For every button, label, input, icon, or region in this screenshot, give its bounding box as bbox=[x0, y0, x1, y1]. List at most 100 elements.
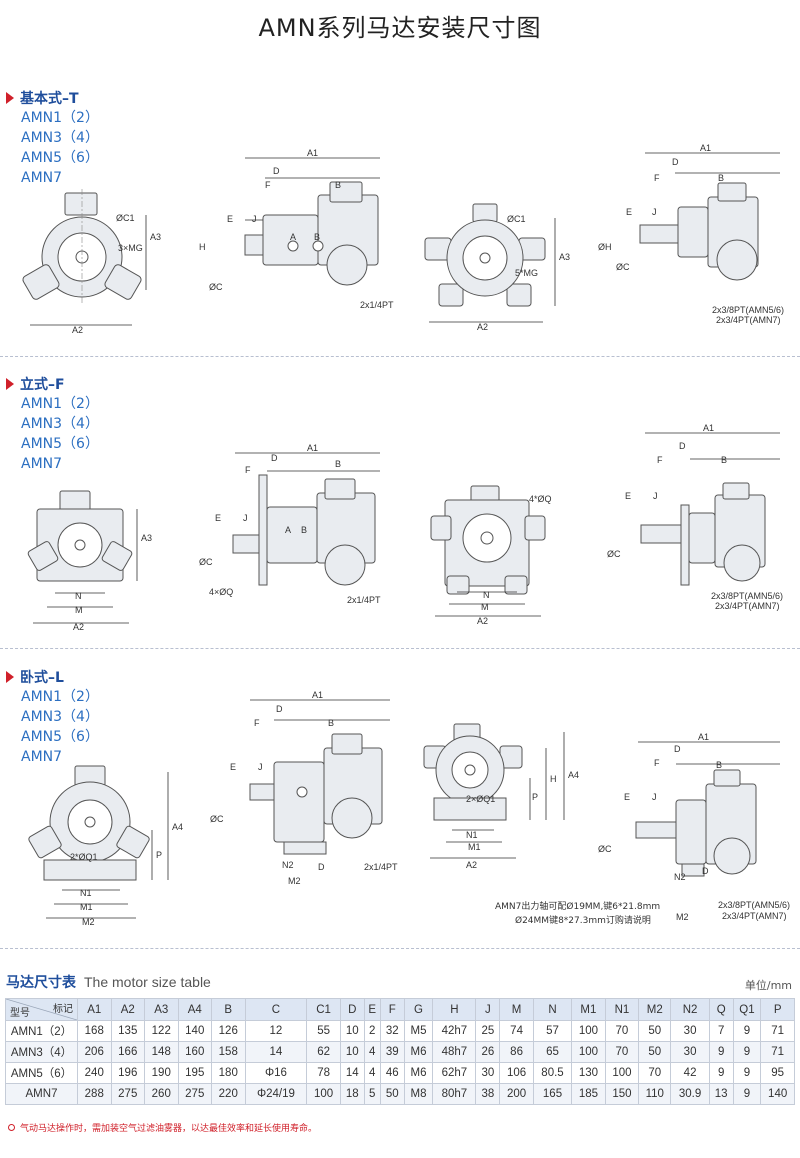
table-cell: 10 bbox=[339, 1041, 365, 1063]
dim-label: 2x1/4PT bbox=[364, 862, 398, 872]
table-cell: 9 bbox=[708, 1062, 734, 1084]
table-cell: M8 bbox=[403, 1083, 434, 1105]
dim-label: N1 bbox=[80, 888, 92, 898]
table-cell: 80h7 bbox=[432, 1083, 477, 1105]
table-cell: 18 bbox=[339, 1083, 365, 1105]
dim-label: H bbox=[550, 774, 557, 784]
dim-label: N bbox=[75, 591, 82, 601]
dim-label: A1 bbox=[312, 690, 323, 700]
dim-label: J bbox=[252, 214, 257, 224]
section-heading-f: 立式–F bbox=[6, 374, 65, 394]
dim-label: A1 bbox=[307, 148, 318, 158]
dim-label: A bbox=[290, 232, 296, 242]
table-cell: 30.9 bbox=[670, 1083, 710, 1105]
table-cell: 50 bbox=[638, 1041, 672, 1063]
model-item: AMN1（2） bbox=[21, 396, 99, 412]
dim-label: ØC bbox=[598, 844, 612, 854]
dim-label: A2 bbox=[73, 622, 84, 632]
table-cell: 110 bbox=[638, 1083, 672, 1105]
dim-label: A2 bbox=[466, 860, 477, 870]
table-cell: Φ16 bbox=[244, 1062, 308, 1084]
column-header: N bbox=[532, 998, 573, 1021]
column-header: D bbox=[339, 998, 365, 1021]
model-item: AMN1（2） bbox=[21, 689, 99, 705]
drawing-f-front-5port: A2 M N 4*ØQ bbox=[425, 480, 590, 626]
dim-label: N2 bbox=[282, 860, 294, 870]
table-cell: 100 bbox=[604, 1062, 640, 1084]
dim-label: P bbox=[156, 850, 162, 860]
table-cell: 158 bbox=[211, 1041, 246, 1063]
dim-label: E bbox=[227, 214, 233, 224]
table-cell: M6 bbox=[403, 1041, 434, 1063]
table-cell: 13 bbox=[708, 1083, 734, 1105]
table-header-row: 标记 型号 A1 A2 A3 A4 B C C1 D E F G H J M N… bbox=[5, 998, 795, 1021]
table-cell: 168 bbox=[77, 1020, 112, 1042]
table-cell: 4 bbox=[363, 1062, 381, 1084]
dim-label: E bbox=[215, 513, 221, 523]
table-cell: 4 bbox=[363, 1041, 381, 1063]
table-cell: 288 bbox=[77, 1083, 112, 1105]
table-cell: 71 bbox=[760, 1020, 795, 1042]
table-cell: 9 bbox=[708, 1041, 734, 1063]
dim-label: B bbox=[335, 459, 341, 469]
table-cell: 65 bbox=[532, 1041, 573, 1063]
table-cell: 185 bbox=[571, 1083, 606, 1105]
column-header: G bbox=[403, 998, 434, 1021]
table-cell: 30 bbox=[670, 1041, 710, 1063]
amn7-shaft-note: AMN7出力轴可配Ø19MM,键6*21.8mm Ø24MM键8*27.3mm订… bbox=[495, 898, 665, 928]
model-cell: AMN7 bbox=[5, 1083, 78, 1105]
table-cell: 74 bbox=[499, 1020, 534, 1042]
table-cell: 180 bbox=[211, 1062, 246, 1084]
dim-label: 5*MG bbox=[515, 268, 538, 278]
table-cell: 135 bbox=[110, 1020, 145, 1042]
column-header: M2 bbox=[638, 998, 672, 1021]
dim-label: E bbox=[624, 792, 630, 802]
dim-label: A1 bbox=[703, 423, 714, 433]
table-cell: 46 bbox=[379, 1062, 405, 1084]
column-header: C1 bbox=[306, 998, 341, 1021]
dim-label: F bbox=[245, 465, 251, 475]
dim-label: D bbox=[674, 744, 681, 754]
table-cell: 130 bbox=[571, 1062, 606, 1084]
dim-label: D bbox=[672, 157, 679, 167]
dim-label: ØC1 bbox=[507, 214, 526, 224]
dim-label: A4 bbox=[568, 770, 579, 780]
dim-label: J bbox=[653, 491, 658, 501]
dim-label: B bbox=[314, 232, 320, 242]
dim-label: 2x3/4PT(AMN7) bbox=[716, 315, 781, 325]
table-cell: 148 bbox=[144, 1041, 179, 1063]
drawing-t-front-5port: A2 A3 ØC1 5*MG bbox=[415, 200, 580, 332]
table-cell: 166 bbox=[110, 1041, 145, 1063]
column-header: M bbox=[499, 998, 534, 1021]
dim-label: ØC bbox=[607, 549, 621, 559]
table-cell: 14 bbox=[339, 1062, 365, 1084]
dim-label: N1 bbox=[466, 830, 478, 840]
table-cell: 10 bbox=[339, 1020, 365, 1042]
dim-label: J bbox=[243, 513, 248, 523]
table-unit: 单位/mm bbox=[744, 979, 792, 992]
table-cell: 195 bbox=[177, 1062, 212, 1084]
dim-label: D bbox=[679, 441, 686, 451]
table-cell: 62h7 bbox=[432, 1062, 477, 1084]
table-cell: 275 bbox=[110, 1083, 145, 1105]
dim-label: H bbox=[199, 242, 206, 252]
dim-label: A3 bbox=[141, 533, 152, 543]
triangle-marker-icon bbox=[6, 671, 14, 683]
dim-label: F bbox=[654, 173, 660, 183]
column-header: N2 bbox=[670, 998, 710, 1021]
table-cell: 100 bbox=[571, 1020, 606, 1042]
drawing-t-side: A1 D F B E J A B H ØC 2x1/4PT bbox=[195, 148, 400, 320]
dim-label: ØH bbox=[598, 242, 612, 252]
circle-bullet-icon bbox=[8, 1124, 15, 1131]
dim-label: M bbox=[75, 605, 83, 615]
dim-label: A2 bbox=[477, 322, 488, 332]
model-item: AMN3（4） bbox=[21, 709, 99, 725]
triangle-marker-icon bbox=[6, 92, 14, 104]
dim-label: A3 bbox=[150, 232, 161, 242]
table-cell: 9 bbox=[732, 1062, 762, 1084]
dim-label: A2 bbox=[72, 325, 83, 335]
table-cell: 126 bbox=[211, 1020, 246, 1042]
table-cell: 50 bbox=[638, 1020, 672, 1042]
